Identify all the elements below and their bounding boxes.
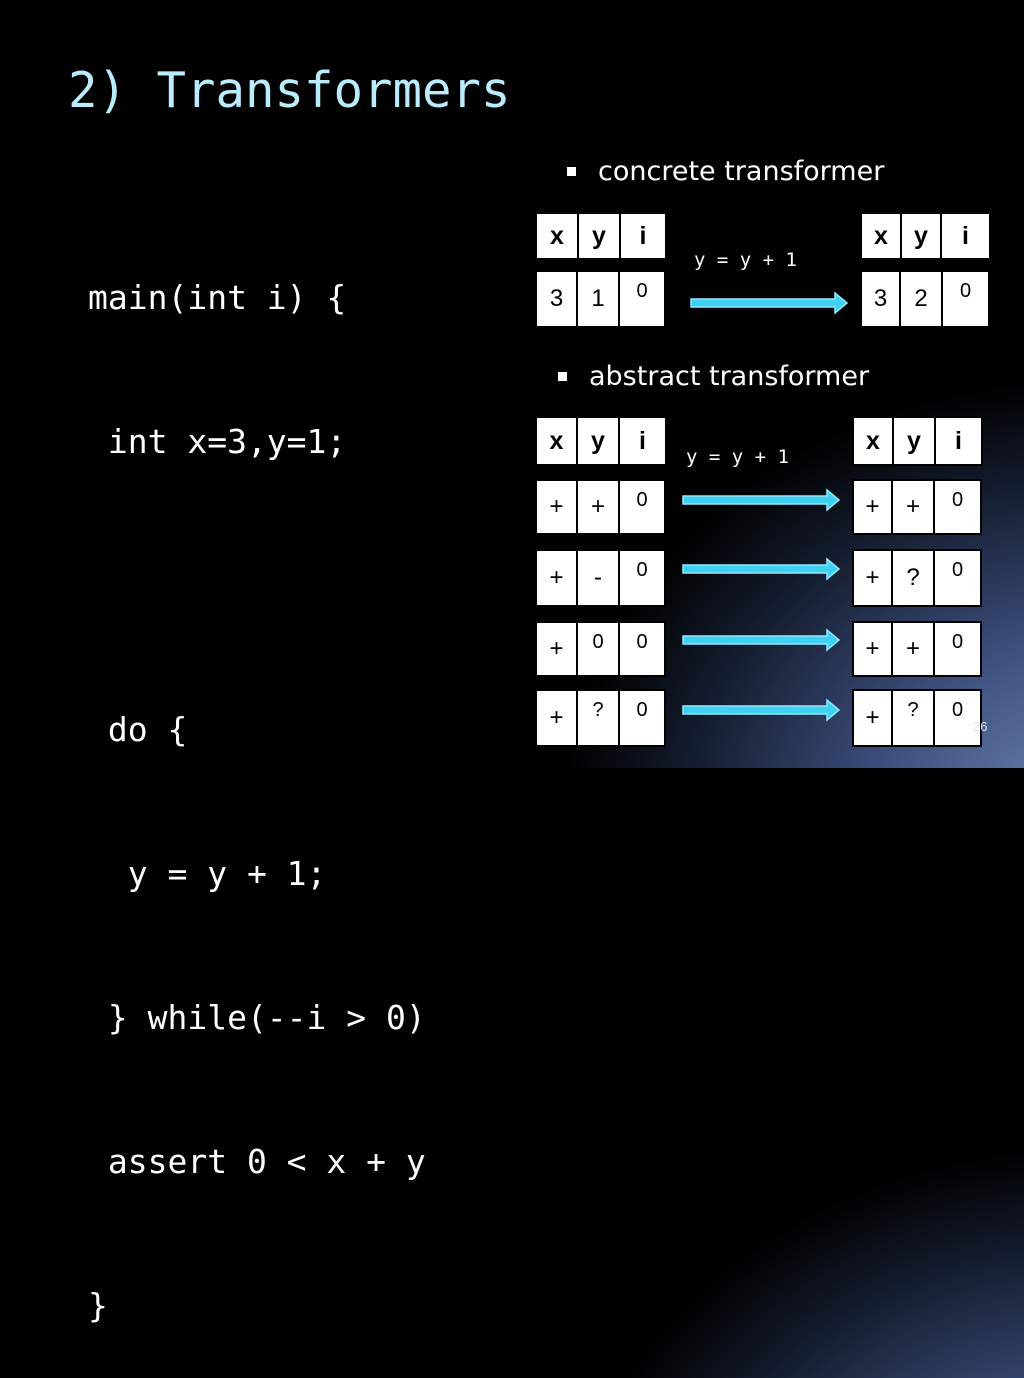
abstract-state-after: + + 0 xyxy=(852,479,982,535)
abstract-statement: y = y + 1 xyxy=(686,446,789,468)
abstract-arrow-icon xyxy=(682,557,841,581)
header-cell-x: x xyxy=(537,418,578,464)
concrete-transformer-label: concrete transformer xyxy=(598,156,885,187)
value-cell-i: 0 xyxy=(951,489,964,511)
value-cell-x: + xyxy=(854,551,893,605)
header-cell-i: i xyxy=(955,426,962,455)
abstract-transformer-label: abstract transformer xyxy=(589,361,870,392)
header-cell-y: y xyxy=(902,214,942,258)
value-cell-y: 2 xyxy=(901,272,943,326)
concrete-transformer-bullet: concrete transformer xyxy=(567,156,884,187)
value-cell-x: + xyxy=(854,623,893,675)
header-cell-x: x xyxy=(537,214,579,258)
abstract-state-before: + - 0 xyxy=(535,549,666,607)
header-cell-y: y xyxy=(578,418,620,464)
value-cell-i: 0 xyxy=(951,559,964,581)
value-cell-i: 0 xyxy=(951,631,964,653)
value-cell-i: 0 xyxy=(636,559,648,581)
abstract-state-after: + + 0 xyxy=(852,621,982,677)
header-cell-x: x xyxy=(862,214,902,258)
value-cell-x: 3 xyxy=(537,272,578,326)
value-cell-i: 0 xyxy=(636,280,648,302)
code-line: y = y + 1; xyxy=(88,854,327,893)
value-cell-i: 0 xyxy=(636,489,648,511)
value-cell-x: + xyxy=(854,691,893,745)
value-cell-i: 0 xyxy=(636,631,648,653)
value-cell-y: 0 xyxy=(578,623,620,675)
concrete-statement: y = y + 1 xyxy=(694,249,797,271)
code-line: int x=3,y=1; xyxy=(88,422,347,461)
value-cell-y: + xyxy=(578,481,620,533)
slide-title: 2) Transformers xyxy=(68,62,511,119)
abstract-header-table-after: x y i xyxy=(852,416,983,466)
header-cell-y: y xyxy=(579,214,621,258)
code-block: main(int i) { int x=3,y=1; do { y = y + … xyxy=(88,178,426,1378)
value-cell-x: 3 xyxy=(862,272,901,326)
abstract-state-before: + + 0 xyxy=(535,479,666,535)
concrete-header-table-before: x y i xyxy=(535,212,667,260)
code-line: assert 0 < x + y xyxy=(88,1142,426,1181)
code-line: } while(--i > 0) xyxy=(88,998,426,1037)
value-cell-y: ? xyxy=(893,691,935,745)
code-line: do { xyxy=(88,710,188,749)
abstract-state-before: + ? 0 xyxy=(535,689,666,747)
square-bullet-icon xyxy=(567,167,576,176)
code-line: } xyxy=(88,1286,108,1325)
value-cell-i: 0 xyxy=(951,699,964,721)
header-cell-i: i xyxy=(639,221,647,250)
abstract-state-after: + ? 0 xyxy=(852,549,982,607)
value-cell-y: 1 xyxy=(578,272,620,326)
concrete-arrow-icon xyxy=(690,291,849,315)
value-cell-y: + xyxy=(893,481,935,533)
slide-number: 26 xyxy=(973,719,988,734)
value-cell-i: 0 xyxy=(959,280,972,302)
code-line: main(int i) { xyxy=(88,278,347,317)
concrete-state-after: 3 2 0 xyxy=(860,270,990,328)
concrete-header-table-after: x y i xyxy=(860,212,991,260)
abstract-header-table-before: x y i xyxy=(535,416,667,466)
header-cell-i: i xyxy=(639,426,646,455)
abstract-arrow-icon xyxy=(682,698,841,722)
concrete-state-before: 3 1 0 xyxy=(535,270,666,328)
value-cell-x: + xyxy=(537,481,578,533)
abstract-state-after: + ? 0 xyxy=(852,689,982,747)
value-cell-y: - xyxy=(578,551,620,605)
abstract-transformer-bullet: abstract transformer xyxy=(558,361,869,392)
value-cell-x: + xyxy=(537,623,578,675)
value-cell-x: + xyxy=(537,691,578,745)
abstract-arrow-icon xyxy=(682,628,841,652)
abstract-state-before: + 0 0 xyxy=(535,621,666,677)
value-cell-x: + xyxy=(537,551,578,605)
value-cell-x: + xyxy=(854,481,893,533)
header-cell-i: i xyxy=(962,221,969,250)
value-cell-y: ? xyxy=(578,691,620,745)
abstract-arrow-icon xyxy=(682,488,841,512)
value-cell-y: ? xyxy=(893,551,935,605)
code-line xyxy=(88,562,426,610)
square-bullet-icon xyxy=(558,372,567,381)
header-cell-x: x xyxy=(854,418,894,464)
header-cell-y: y xyxy=(894,418,936,464)
value-cell-i: 0 xyxy=(636,699,648,721)
value-cell-y: + xyxy=(893,623,935,675)
